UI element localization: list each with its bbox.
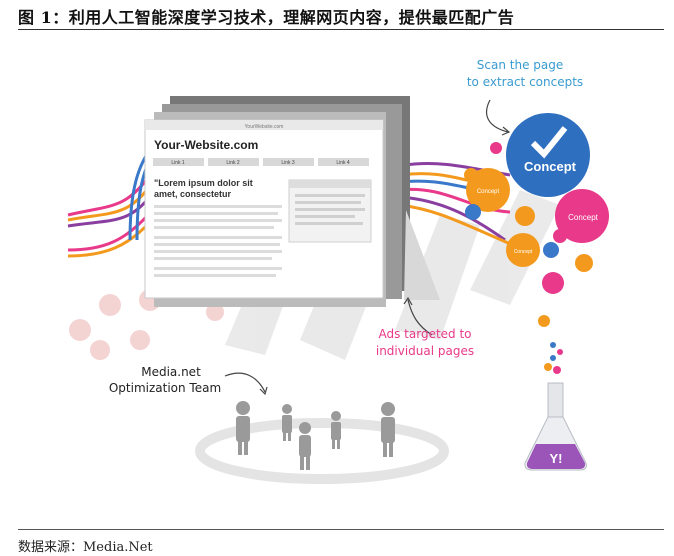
concept-bubble-small: [506, 233, 540, 267]
concept-bubbles: Concept Concept Concept Concept: [464, 113, 609, 374]
scan-arrow: [486, 99, 509, 133]
ads-arrow: [407, 299, 433, 336]
flask-logo: Y!: [550, 451, 563, 466]
scan-label-2: to extract concepts: [467, 75, 583, 89]
ad-box: [288, 179, 372, 243]
concept-bubble-big: [506, 113, 590, 197]
bottom-rule: [18, 529, 664, 530]
team-label-2: Optimization Team: [109, 381, 221, 395]
concept-bubble-pink: [555, 189, 609, 243]
site-title: Your-Website.com: [154, 138, 258, 152]
text-lines: [154, 205, 282, 277]
nav-link-4: Link 4: [336, 160, 350, 166]
left-ribbons: [67, 149, 158, 258]
check-icon: [530, 126, 568, 159]
team-label-1: Media.net: [141, 365, 201, 379]
nav-link-3: Link 3: [281, 160, 295, 166]
team-arrow: [224, 372, 266, 393]
figure-caption: 图 1：利用人工智能深度学习技术，理解网页内容，提供最匹配广告: [18, 8, 515, 27]
concept-small-label: Concept: [477, 189, 500, 195]
nav-link-2: Link 2: [226, 160, 240, 166]
concept-pink-label: Concept: [568, 213, 599, 222]
top-rule: [18, 29, 664, 30]
nav-link-1: Link 1: [171, 160, 185, 166]
team-people: [236, 401, 395, 470]
team-platform: [195, 418, 449, 484]
browser-window: YourWebsite.com Your-Website.com Link 1 …: [144, 119, 384, 299]
source-note: 数据来源：Media.Net: [18, 540, 153, 555]
browser-titlebar: [145, 120, 383, 130]
flask-icon: Y!: [524, 382, 587, 471]
concept-bubble-orange: [466, 168, 510, 212]
browser-url: YourWebsite.com: [245, 124, 284, 130]
concept-tiny-label: Concept: [514, 249, 533, 255]
ads-label-2: individual pages: [376, 344, 474, 358]
lorem-line-2: amet, consectetur: [154, 189, 232, 199]
scan-label-1: Scan the page: [477, 58, 563, 72]
lorem-line-1: "Lorem ipsum dolor sit: [154, 178, 253, 188]
concept-big-label: Concept: [524, 159, 577, 174]
ads-label-1: Ads targeted to: [378, 327, 471, 341]
nav-bar: Link 1 Link 2 Link 3 Link 4: [153, 158, 369, 166]
